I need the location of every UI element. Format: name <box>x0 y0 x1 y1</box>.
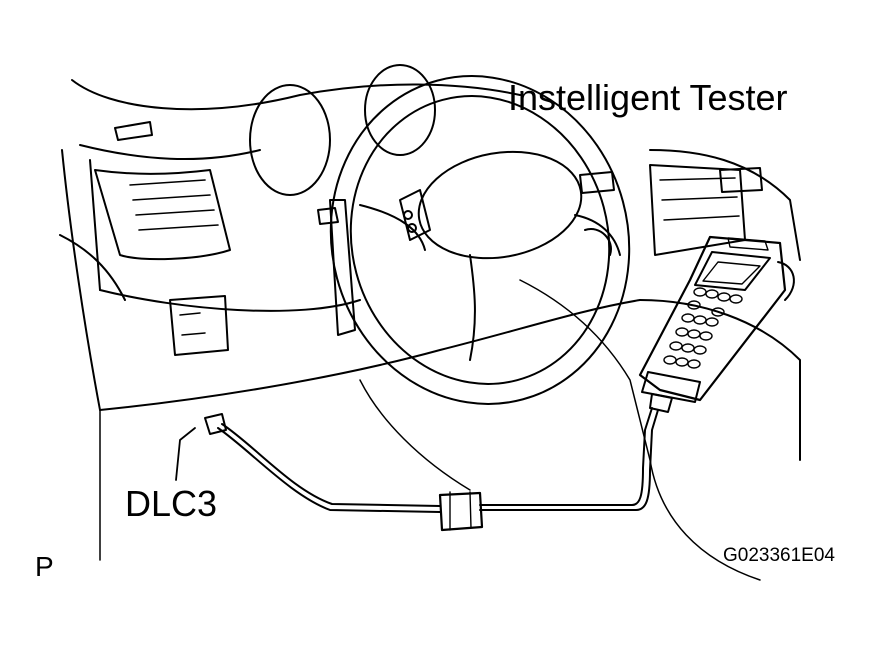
handheld-tester-icon <box>638 235 795 413</box>
figure-code: G023361E04 <box>723 545 835 566</box>
diagnostic-cable-icon <box>217 407 659 532</box>
dlc3-label: DLC3 <box>125 483 218 524</box>
dlc3-connector-icon <box>175 413 227 481</box>
steering-wheel-icon <box>249 64 631 405</box>
tester-label: Instelligent Tester <box>508 77 788 118</box>
corner-mark: P <box>35 551 54 582</box>
